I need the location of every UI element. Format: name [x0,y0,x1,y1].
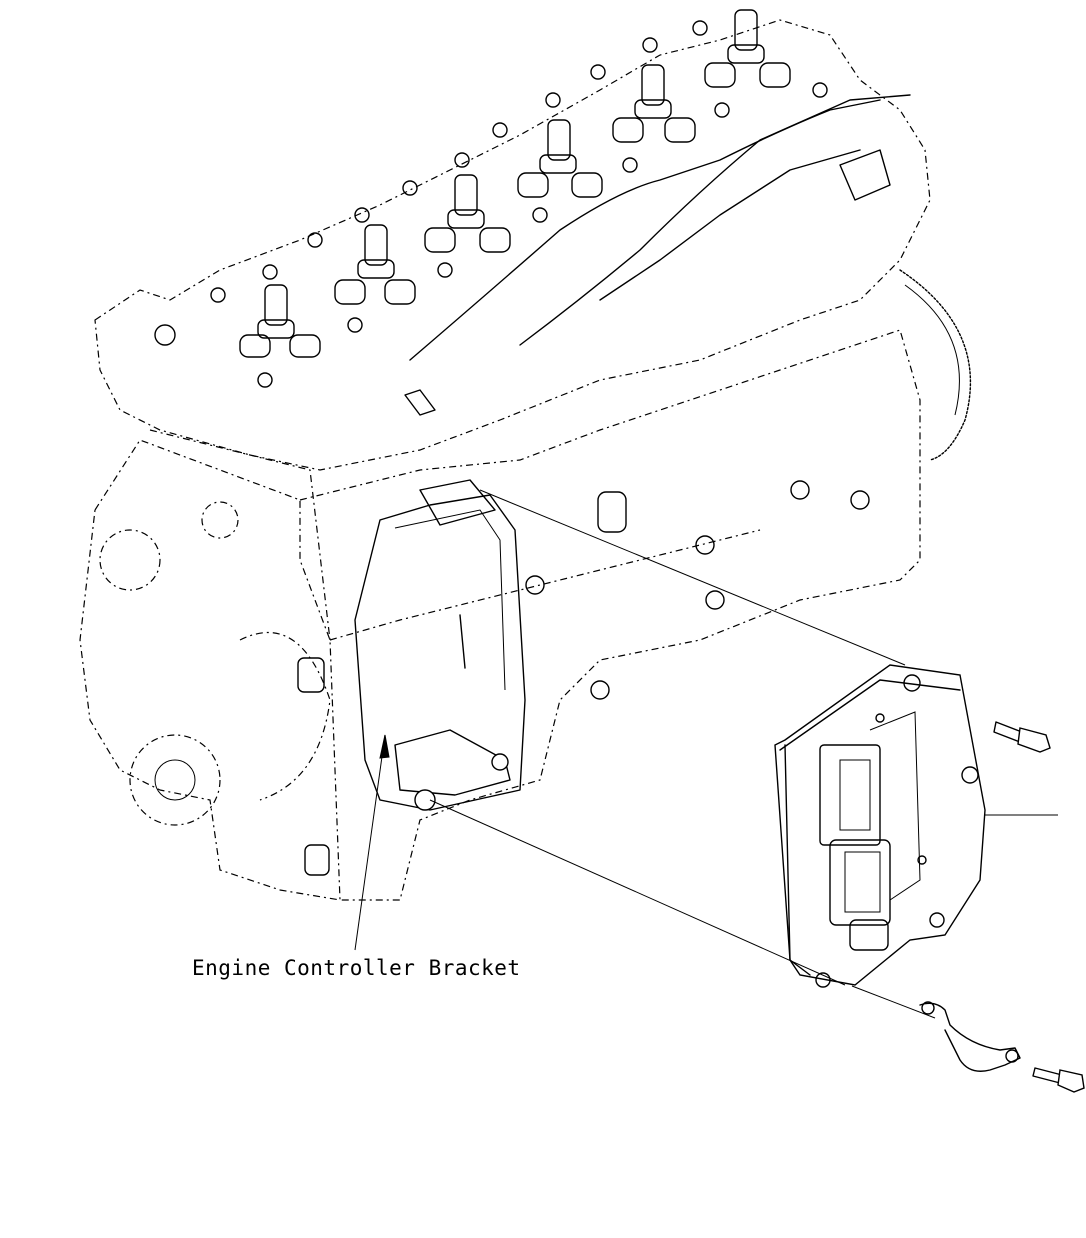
label-leader-arrow [354,734,390,951]
engine-block [79,19,972,901]
assembly-lines [429,489,1058,1019]
mounting-bolt-upper [993,721,1051,753]
mounting-bolt-lower [1032,1067,1085,1093]
engine-controller-bracket-label: Engine Controller Bracket [192,956,521,980]
ground-wire-harness [919,1001,1021,1072]
injector-group [154,9,911,416]
block-sensors [297,480,870,876]
engine-controller-unit [774,664,986,988]
engine-controller-bracket [354,479,526,811]
